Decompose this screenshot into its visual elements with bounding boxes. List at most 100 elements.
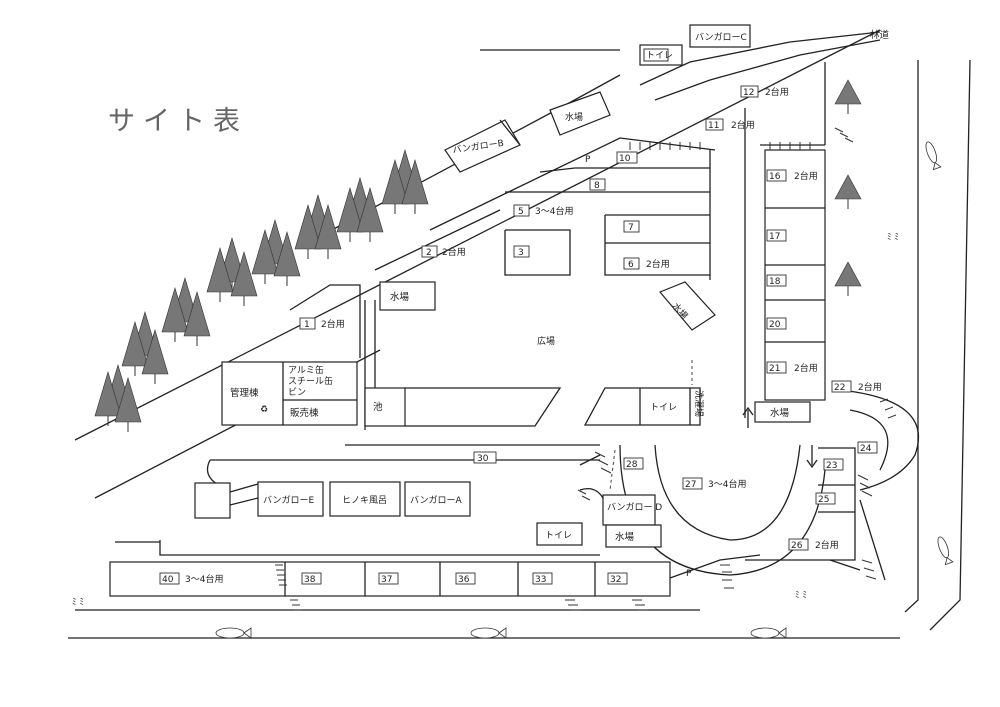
site-20-number: 20 [769,320,781,330]
bath-annex [194,482,231,519]
site-28-box [623,457,644,470]
site-11-number: 11 [708,121,719,131]
site-10-box [616,151,638,164]
recycle-steel: スチール缶 [288,375,333,387]
site-5-number: 5 [518,207,524,217]
site-16-capacity: 2台用 [794,170,818,182]
tree-icon [314,203,342,259]
tree-icon [834,261,862,296]
bottom-row: 40 3～4台用 38 37 36 33 32 P [109,127,897,611]
fish-icon [937,536,954,566]
site-16-box [766,169,787,182]
site-12-box [740,85,759,98]
site-24-number: 24 [860,444,872,454]
map-title: サイト表 [108,106,248,137]
tree-column-right [834,79,862,296]
site-1-capacity: 2台用 [321,318,345,330]
bungalow-e-label: バンガローE [263,495,314,506]
site-38-box [301,572,322,585]
site-26-capacity: 2台用 [815,539,839,551]
bungalow-c [689,24,751,48]
hinoki-bath-label: ヒノキ風呂 [342,495,387,506]
site-22-number: 22 [834,383,845,393]
bungalow-d-label: バンガロー D [607,502,662,513]
tree-icon [381,158,409,214]
plaza-label: 広場 [537,335,555,347]
site-17-number: 17 [769,232,780,242]
tree-icon [183,290,211,346]
site-33-number: 33 [535,575,546,585]
site-21-box [766,361,787,374]
site-24-box [857,441,878,454]
bungalow-e [257,481,324,517]
site-37-box [378,572,399,585]
site-26-box [788,538,809,551]
tree-icon [251,228,279,284]
site-18-number: 18 [769,277,781,287]
pond [364,387,406,427]
site-8-number: 8 [594,181,600,191]
tree-icon [336,186,364,242]
site-10-number: 10 [619,154,631,164]
toilet-top-sign [643,48,669,62]
site-12-number: 12 [743,88,754,98]
water-middle [379,281,436,311]
water-right [754,401,811,423]
water-top [549,91,611,136]
site-22-capacity: 2台用 [858,381,882,393]
right-column: 16 2台用 17 18 20 21 2台用 水場 22 2台用 24 23 2… [742,149,882,561]
site-38-number: 38 [304,575,316,585]
office-label: 管理棟 [230,387,259,399]
site-16-number: 16 [769,172,781,182]
recycle-icon: ♻ [260,405,268,415]
shop-label: 販売棟 [290,407,319,419]
tree-icon [273,230,301,286]
pond-label: 池 [373,401,383,413]
site-28-number: 28 [626,460,638,470]
water-diagonal [659,281,716,331]
water-top-label: 水場 [565,111,583,123]
site-11-box [705,118,724,131]
tree-icon [294,203,322,259]
tree-icon [94,370,122,426]
tree-icon [141,328,169,384]
site-20-box [766,317,787,330]
forest-road-label: 林道 [870,29,890,41]
site-32-number: 32 [610,575,621,585]
tree-icon [230,250,258,306]
grass-mark-icon: ﾐ ﾐ [72,598,84,608]
fish-icon [750,627,787,639]
site-6-number: 6 [628,260,634,270]
site-21-capacity: 2台用 [794,362,818,374]
site-12-capacity: 2台用 [765,86,789,98]
site-21-number: 21 [769,364,780,374]
water-lower-label: 水場 [615,531,635,543]
site-27-capacity: 3～4台用 [708,478,746,490]
decorations: ﾐ ﾐ ﾐ ﾐ ﾐ ﾐ [72,141,954,639]
site-23-number: 23 [826,461,837,471]
roads [68,29,971,639]
tree-icon [114,376,142,432]
bungalow-c-label: バンガローC [695,32,747,43]
fish-icon [215,627,252,639]
toilet-lower-label: トイレ [545,531,572,541]
site-7-number: 7 [628,223,634,233]
toilet-middle-label: トイレ [650,403,677,413]
site-23-box [823,458,844,471]
site-11-capacity: 2台用 [731,119,755,131]
tree-icon [401,158,429,214]
office-block [221,361,358,426]
site-40-capacity: 3～4台用 [185,573,223,585]
site-26-number: 26 [791,541,803,551]
water-lower [605,524,662,548]
left-middle-area: 1 2台用 水場 管理棟 アルミ缶 スチール缶 ビン ♻ 販売棟 池 広場 水場… [221,281,716,430]
site-2-number: 2 [426,248,432,258]
site-22-box [831,380,852,393]
grass-mark-icon: ﾐ ﾐ [887,233,899,243]
grass-mark-icon: ﾐ ﾐ [795,591,807,601]
site-40-box [159,572,180,585]
site-8-box [589,178,606,191]
site-7-box [623,220,640,233]
site-33-box [532,572,553,585]
hinoki-bath [329,481,401,517]
